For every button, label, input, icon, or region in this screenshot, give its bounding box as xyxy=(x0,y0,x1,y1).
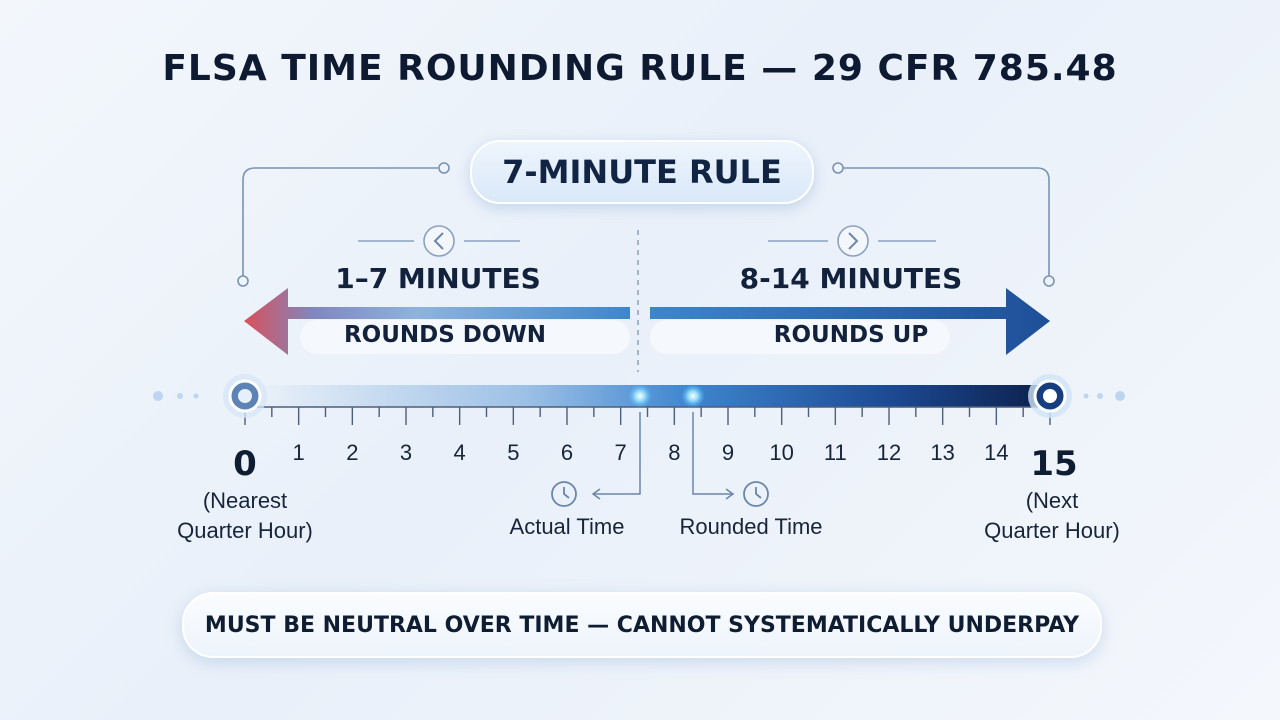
rounds-up-label: ROUNDS UP xyxy=(773,322,929,348)
scale-start-caption-line2: Quarter Hour) xyxy=(177,518,313,543)
chevron-left-icon xyxy=(358,225,520,257)
scale-tick-label: 12 xyxy=(876,440,902,465)
scale-tick-label: 4 xyxy=(453,440,466,465)
page-title: FLSA TIME ROUNDING RULE — 29 CFR 785.48 xyxy=(162,48,1118,89)
scale-ticks xyxy=(244,407,1051,425)
scale-tick-label: 10 xyxy=(769,440,794,465)
rule-name-badge: 7-MINUTE RULE xyxy=(470,140,814,204)
rounds-down-label: ROUNDS DOWN xyxy=(343,322,547,348)
rounded-time-glow xyxy=(681,384,705,408)
scale-tick-label: 1 xyxy=(292,440,305,465)
clock-icon xyxy=(743,481,769,507)
scale-end-caption-line1: (Next xyxy=(1025,488,1079,513)
rounds-up-arrow xyxy=(650,288,1050,355)
scale-start-caption-line1: (Nearest xyxy=(202,488,288,513)
right-connector xyxy=(832,162,1055,287)
scale-tick-label: 5 xyxy=(507,440,520,465)
scale-start-value: 0 xyxy=(233,444,257,484)
scale-end-knob xyxy=(1028,374,1072,418)
scale-start-caption: (Nearest Quarter Hour) xyxy=(150,486,340,546)
scale-tick-label: 14 xyxy=(984,440,1009,465)
actual-time-label: Actual Time xyxy=(509,514,625,539)
scale-end-caption: (Next Quarter Hour) xyxy=(957,486,1147,546)
round-down-range-label: 1–7 MINUTES xyxy=(335,262,541,295)
clock-icon xyxy=(551,481,577,507)
scale-tick-label: 3 xyxy=(399,440,413,465)
actual-time-glow xyxy=(628,384,652,408)
scale-right-dots xyxy=(1083,391,1125,401)
chevron-right-icon xyxy=(768,225,936,257)
scale-tick-label: 7 xyxy=(614,440,627,465)
scale-end-value: 15 xyxy=(1030,444,1078,484)
left-connector xyxy=(237,162,450,287)
scale-tick-label: 11 xyxy=(823,440,847,465)
scale-end-caption-line2: Quarter Hour) xyxy=(984,518,1120,543)
scale-start-knob xyxy=(223,374,267,418)
actual-time-pointer xyxy=(591,412,641,500)
footer-note: MUST BE NEUTRAL OVER TIME — CANNOT SYSTE… xyxy=(182,592,1102,658)
rounded-time-label: Rounded Time xyxy=(679,514,823,539)
rounds-down-arrow xyxy=(244,288,630,355)
scale-left-dots xyxy=(153,391,199,401)
round-up-range-label: 8-14 MINUTES xyxy=(739,262,963,295)
scale-tick-label: 9 xyxy=(721,440,735,465)
rounded-time-pointer xyxy=(692,412,735,500)
scale-tick-label: 8 xyxy=(668,440,681,465)
scale-tick-label: 6 xyxy=(560,440,574,465)
scale-tick-label: 2 xyxy=(346,440,359,465)
scale-tick-label: 13 xyxy=(930,440,955,465)
